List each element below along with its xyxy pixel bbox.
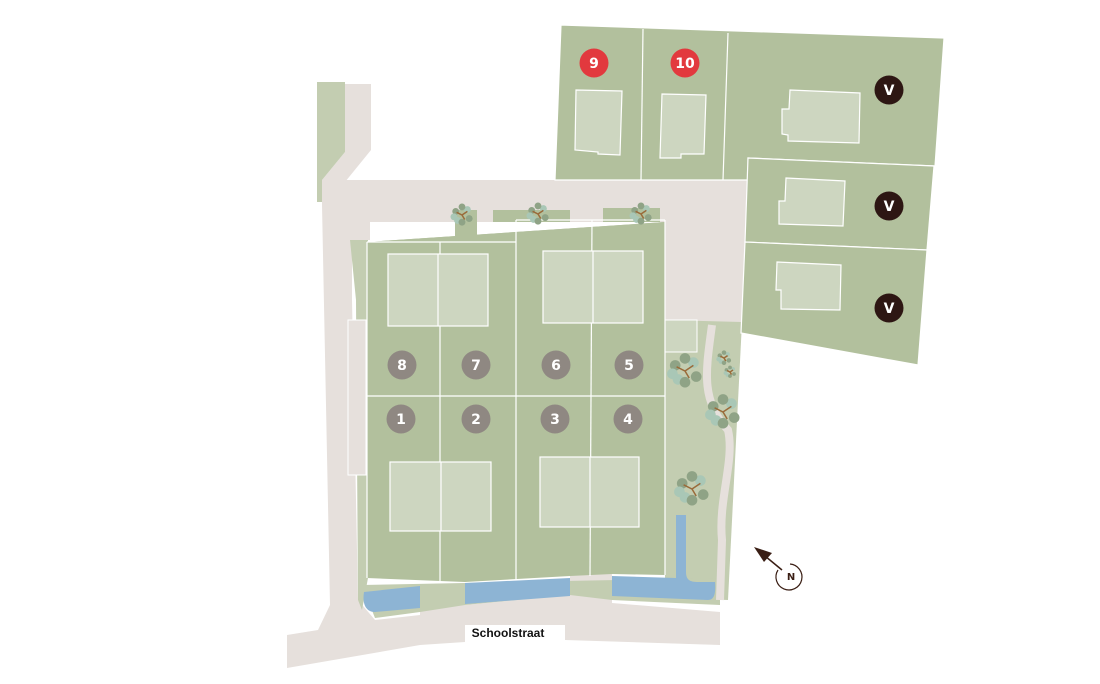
- tree-icon: [705, 394, 740, 429]
- lot-marker-circle: [614, 350, 644, 380]
- lot-marker-circle: [874, 75, 904, 105]
- lot-marker-label: 1: [396, 412, 406, 428]
- water: [363, 515, 716, 612]
- lot-marker-6[interactable]: 6: [541, 350, 571, 380]
- lot-marker-circle: [579, 48, 609, 78]
- lot-markers: 1 2 3 4 5 6 7 8 9 10V V V: [386, 48, 904, 434]
- lots-block: [366, 219, 666, 582]
- tree-icon: [674, 471, 709, 506]
- lot-marker-2[interactable]: 2: [461, 404, 491, 434]
- lot-marker-3[interactable]: 3: [540, 404, 570, 434]
- north-compass: N: [754, 547, 803, 591]
- street-label: Schoolstraat: [472, 626, 545, 640]
- house: [781, 89, 861, 144]
- house: [659, 93, 707, 159]
- lot-marker-label: 5: [624, 358, 634, 374]
- tree-icon: [716, 350, 732, 366]
- compass-label: N: [787, 572, 795, 583]
- tree-icon: [450, 203, 473, 226]
- lot-marker-7[interactable]: 7: [461, 350, 491, 380]
- lot-marker-circle: [874, 293, 904, 323]
- roads: [287, 84, 748, 668]
- lot-marker-label: V: [884, 301, 895, 317]
- canal: [363, 515, 716, 612]
- road-north-access: [322, 84, 371, 205]
- lot-marker-label: 7: [471, 358, 481, 374]
- lot-marker-circle: [541, 350, 571, 380]
- green-tab: [664, 319, 698, 353]
- lot-marker-8[interactable]: 8: [387, 350, 417, 380]
- lot-marker-5[interactable]: 5: [614, 350, 644, 380]
- lot-marker-sold-12[interactable]: V: [874, 293, 904, 323]
- lot-marker-circle: [386, 404, 416, 434]
- lot-marker-label: 4: [623, 412, 633, 428]
- lot-marker-circle: [874, 191, 904, 221]
- lot-marker-10[interactable]: 10: [670, 48, 700, 78]
- lot-marker-label: 6: [551, 358, 561, 374]
- lot-marker-label: 10: [675, 56, 695, 72]
- lot-marker-1[interactable]: 1: [386, 404, 416, 434]
- lot-marker-label: 3: [550, 412, 560, 428]
- lot-marker-label: 9: [589, 56, 599, 72]
- lot-marker-circle: [387, 350, 417, 380]
- house: [775, 261, 842, 311]
- tree-icon: [629, 202, 652, 225]
- tree-icon: [667, 353, 702, 388]
- tree-icon: [723, 365, 736, 378]
- lot-marker-9[interactable]: 9: [579, 48, 609, 78]
- lot-marker-label: V: [884, 199, 895, 215]
- road-inner: [287, 180, 748, 668]
- lot-marker-circle: [461, 404, 491, 434]
- footpath: [703, 324, 734, 601]
- north-arrow-head: [754, 547, 772, 562]
- house: [574, 89, 623, 156]
- lot-marker-label: V: [884, 83, 895, 99]
- house: [778, 177, 846, 227]
- parking-spots: [347, 319, 367, 476]
- trees: [450, 202, 740, 506]
- lot-marker-label: 8: [397, 358, 407, 374]
- lot-marker-sold-11[interactable]: V: [874, 191, 904, 221]
- lot-marker-circle: [613, 404, 643, 434]
- lot-marker-4[interactable]: 4: [613, 404, 643, 434]
- north-arrow-icon: [764, 555, 783, 571]
- parcels-north: [554, 24, 945, 366]
- tree-icon: [526, 202, 549, 225]
- lot-marker-sold-10[interactable]: V: [874, 75, 904, 105]
- lot-marker-label: 2: [471, 412, 481, 428]
- lot-marker-circle: [461, 350, 491, 380]
- lot-marker-circle: [540, 404, 570, 434]
- lot-marker-circle: [670, 48, 700, 78]
- green-strip-north: [317, 82, 345, 202]
